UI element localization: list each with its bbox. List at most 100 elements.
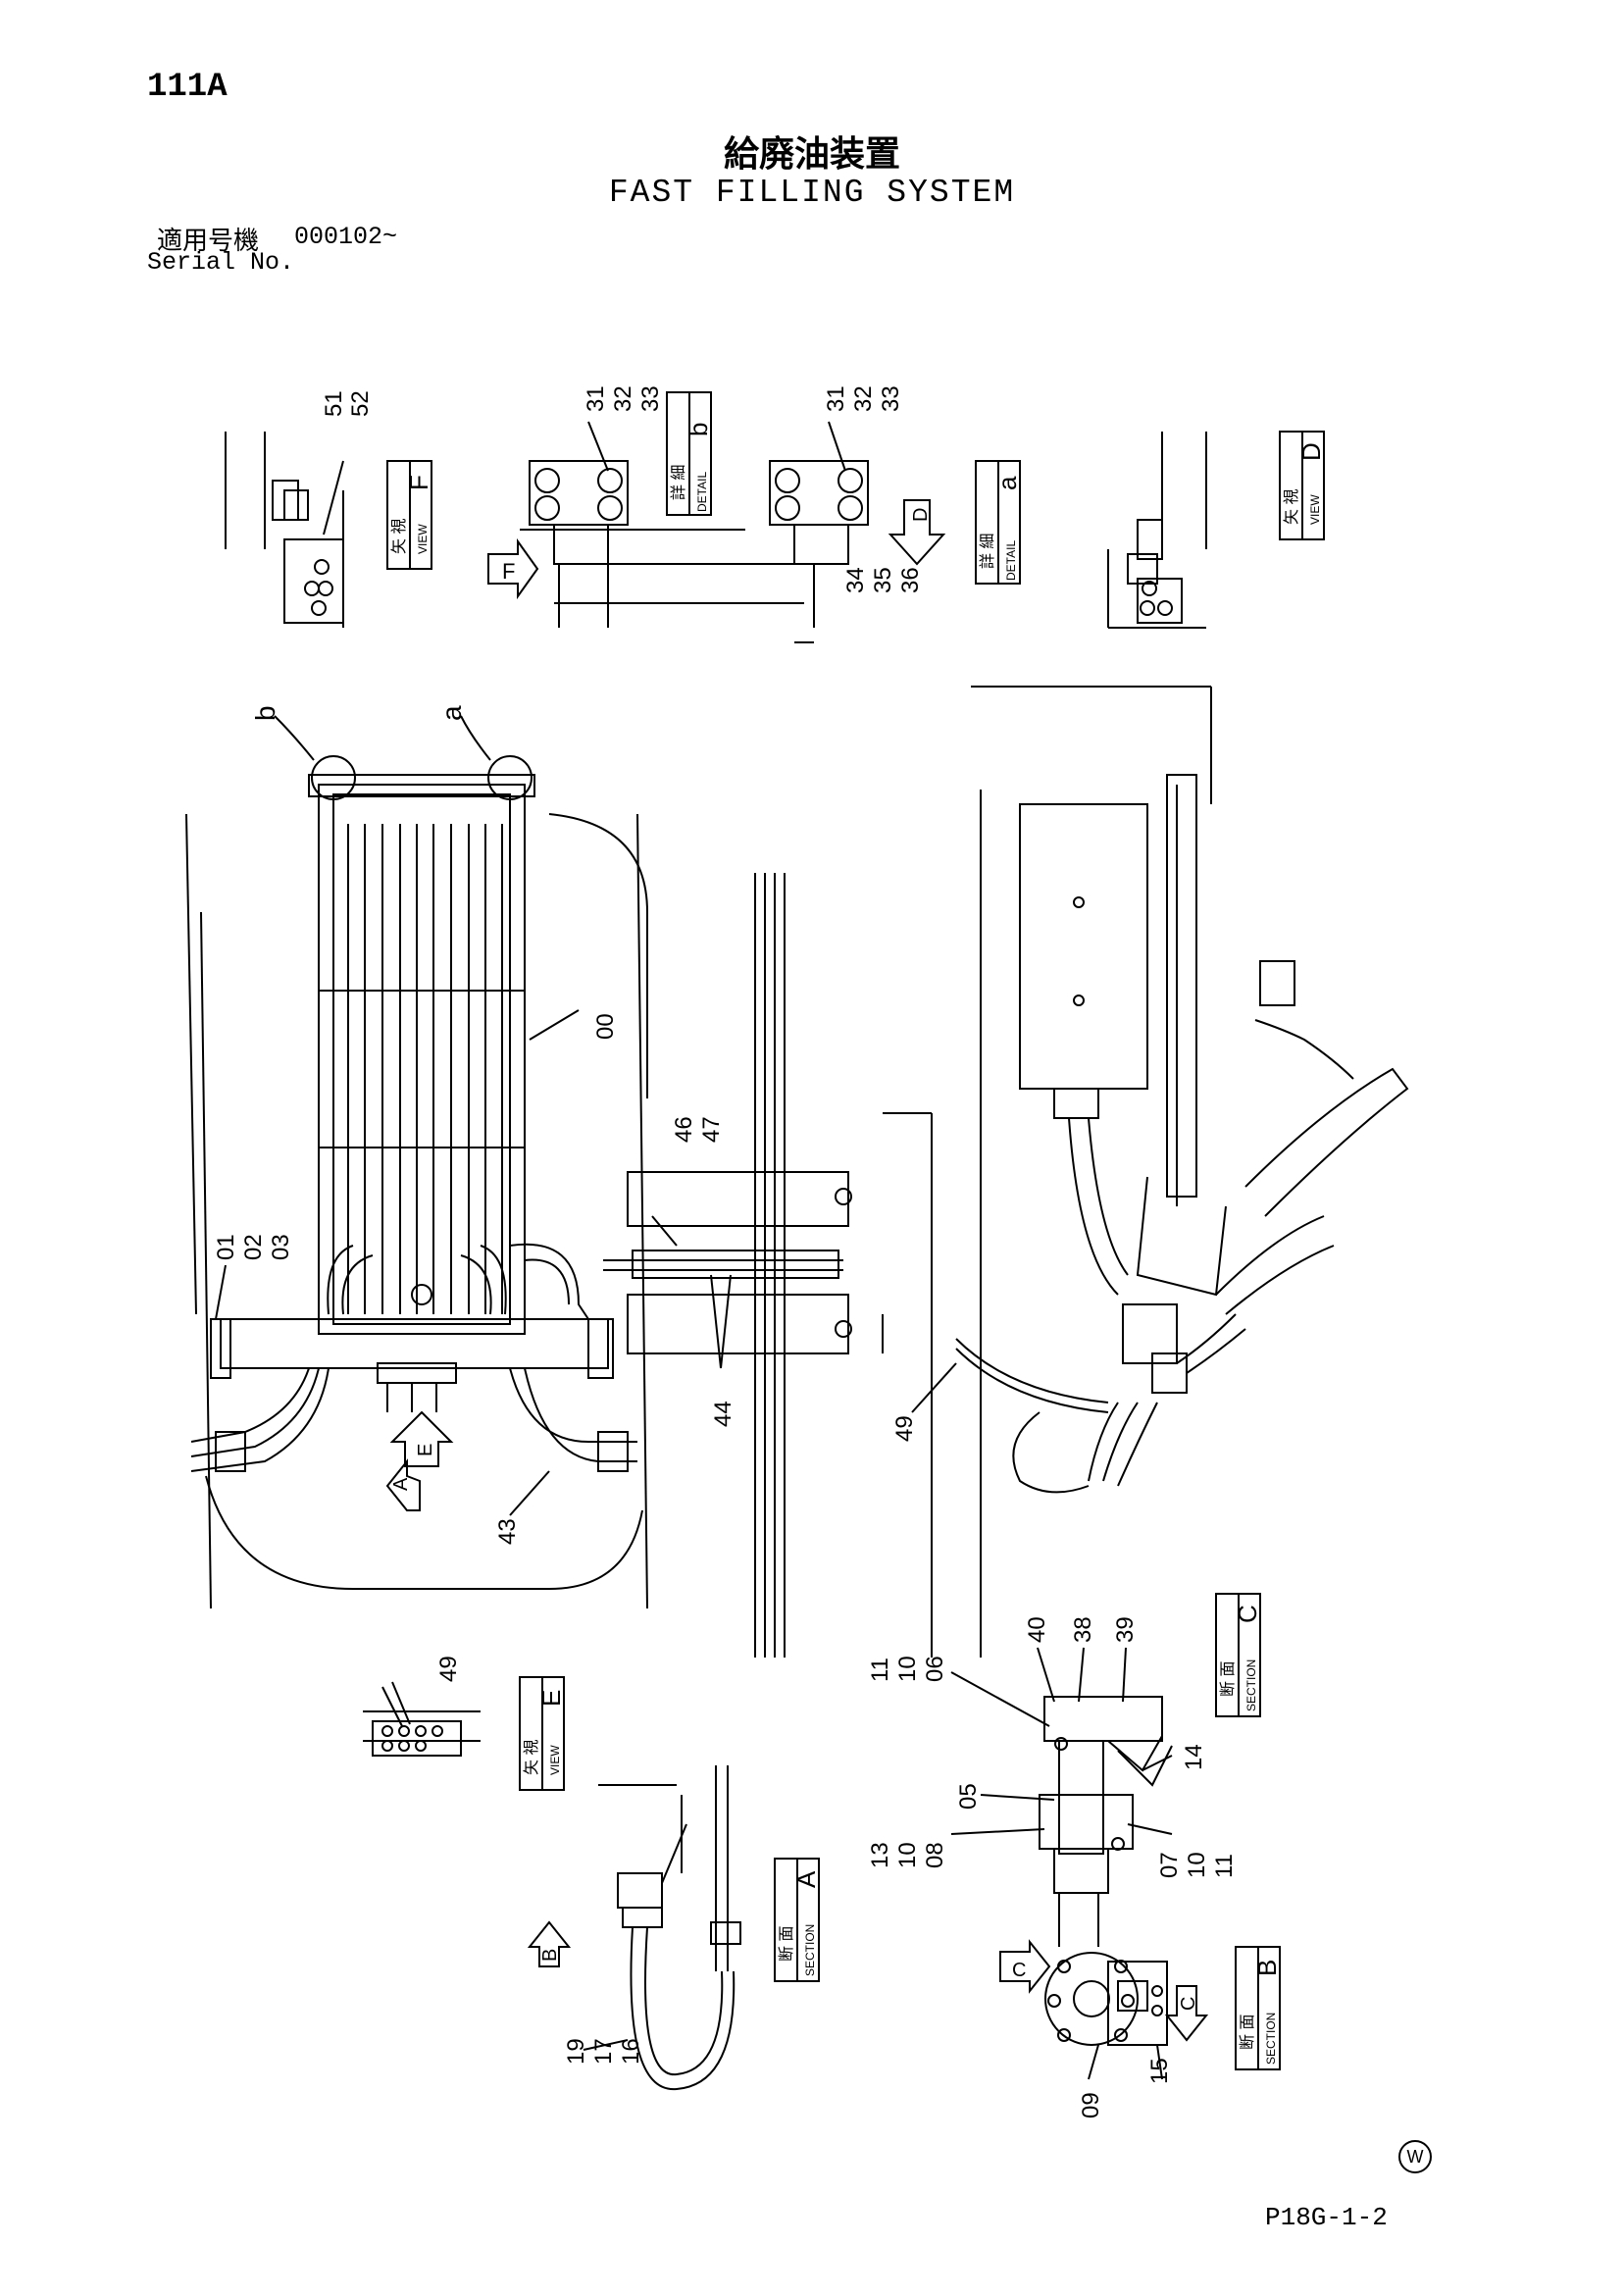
callout-10-top: 10 <box>894 1656 921 1682</box>
callout-43: 43 <box>494 1518 521 1545</box>
callout-11-bottom: 11 <box>1211 1854 1238 1878</box>
view-arrow-a-letter: A <box>390 1477 412 1491</box>
view-label-e: 矢 視 VIEW E <box>519 1676 566 1791</box>
callout-39: 39 <box>1112 1616 1139 1643</box>
w-mark: W <box>1398 2140 1432 2173</box>
section-label-c-letter: C <box>1233 1605 1262 1623</box>
callout-00: 00 <box>592 1013 619 1040</box>
section-label-b: 断 面 SECTION B <box>1235 1946 1282 2070</box>
section-label-a-en: SECTION <box>803 1924 817 1976</box>
callout-49-main: 49 <box>891 1415 918 1442</box>
callout-19: 19 <box>563 2038 589 2065</box>
callout-11-top: 11 <box>867 1658 893 1682</box>
callout-detail-b: b <box>250 705 280 721</box>
callout-03: 03 <box>268 1234 294 1260</box>
callout-49-view-e: 49 <box>435 1656 462 1682</box>
section-label-a-letter: A <box>791 1870 821 1888</box>
callout-01: 01 <box>213 1234 239 1260</box>
callout-46: 46 <box>671 1116 697 1143</box>
center-pipe-section <box>603 873 933 1658</box>
view-arrow-d: D <box>888 499 946 566</box>
view-arrow-c-right-letter: C <box>1178 1997 1199 2011</box>
view-label-d-jp: 矢 視 <box>1283 489 1300 525</box>
callout-51: 51 <box>321 390 347 417</box>
section-label-a: 断 面 SECTION A <box>774 1858 821 1982</box>
section-label-b-letter: B <box>1252 1960 1282 1976</box>
view-arrow-a: A <box>385 1458 421 1511</box>
callout-10-mid: 10 <box>894 1842 921 1868</box>
callout-36: 36 <box>897 567 924 593</box>
callout-10-bottom: 10 <box>1184 1852 1210 1878</box>
callout-09: 09 <box>1078 2092 1104 2118</box>
section-label-b-jp: 断 面 <box>1239 2015 1256 2050</box>
serial-value: 000102~ <box>294 223 398 251</box>
callout-35: 35 <box>870 567 896 593</box>
callout-33-a: 33 <box>878 385 904 412</box>
view-arrow-b: B <box>527 1920 572 1967</box>
view-arrow-f-letter: F <box>502 559 515 584</box>
detail-label-b-jp: 詳 細 <box>670 465 687 500</box>
callout-47: 47 <box>698 1116 725 1143</box>
view-label-e-jp: 矢 視 <box>523 1740 540 1775</box>
section-label-c: 断 面 SECTION C <box>1215 1593 1262 1717</box>
page-code: 111A <box>147 69 228 106</box>
callout-32-a: 32 <box>850 385 877 412</box>
title-japanese: 給廃油装置 <box>723 134 900 175</box>
serial-label-english: Serial No. <box>147 248 295 277</box>
callout-08: 08 <box>922 1842 948 1868</box>
section-label-b-en: SECTION <box>1264 2013 1278 2065</box>
detail-a-drawing <box>769 421 869 643</box>
view-arrow-e: E <box>389 1410 454 1467</box>
section-label-a-jp: 断 面 <box>778 1926 795 1962</box>
callout-38: 38 <box>1070 1616 1096 1643</box>
view-label-e-letter: E <box>536 1690 566 1707</box>
callout-16: 16 <box>618 2038 644 2065</box>
section-c-drawing <box>1039 1696 1173 1947</box>
view-arrow-f: F <box>487 537 539 600</box>
callout-15: 15 <box>1146 2058 1173 2084</box>
detail-label-b: 詳 細 DETAIL b <box>666 391 713 516</box>
callout-44: 44 <box>710 1401 736 1427</box>
callout-06: 06 <box>922 1656 948 1682</box>
view-label-f: 矢 視 VIEW F <box>386 460 433 570</box>
view-label-f-letter: F <box>404 475 433 490</box>
callout-33-b: 33 <box>637 385 664 412</box>
view-label-d-en: VIEW <box>1308 494 1322 525</box>
callout-31-b: 31 <box>583 385 609 412</box>
callout-05: 05 <box>955 1783 982 1810</box>
callout-14: 14 <box>1181 1744 1207 1770</box>
callout-07: 07 <box>1156 1852 1183 1878</box>
callout-32-b: 32 <box>610 385 636 412</box>
callout-17: 17 <box>590 2038 617 2065</box>
detail-label-a-en: DETAIL <box>1004 540 1018 581</box>
detail-label-a-jp: 詳 細 <box>979 534 996 569</box>
detail-label-b-en: DETAIL <box>695 472 709 512</box>
view-label-f-en: VIEW <box>416 524 430 554</box>
serial-label-japanese: 適用号機 <box>157 227 260 256</box>
callout-40: 40 <box>1024 1616 1050 1643</box>
section-b-drawing <box>1044 1952 1168 2046</box>
view-label-d: 矢 視 VIEW D <box>1279 431 1326 540</box>
callout-34: 34 <box>842 567 869 593</box>
view-e-drawing <box>363 1681 481 1757</box>
section-label-c-en: SECTION <box>1244 1659 1258 1711</box>
view-arrow-d-letter: D <box>910 508 932 522</box>
callout-52: 52 <box>347 390 374 417</box>
view-label-f-jp: 矢 視 <box>390 519 408 554</box>
section-a-drawing <box>598 1765 741 2091</box>
section-label-c-jp: 断 面 <box>1219 1661 1237 1697</box>
callout-31-a: 31 <box>823 385 849 412</box>
callout-13: 13 <box>867 1842 893 1868</box>
detail-label-a: 詳 細 DETAIL a <box>975 460 1022 585</box>
detail-label-a-letter: a <box>992 476 1022 490</box>
detail-label-b-letter: b <box>684 423 713 436</box>
view-arrow-b-letter: B <box>539 1949 561 1962</box>
callout-detail-a: a <box>436 705 467 721</box>
callout-02: 02 <box>240 1234 267 1260</box>
view-arrow-e-letter: E <box>415 1444 436 1456</box>
title-english: FAST FILLING SYSTEM <box>608 175 1016 211</box>
sheet-code: P18G-1-2 <box>1265 2203 1388 2232</box>
view-f-drawing <box>225 432 344 628</box>
view-arrow-c-left: C <box>999 1939 1051 1994</box>
